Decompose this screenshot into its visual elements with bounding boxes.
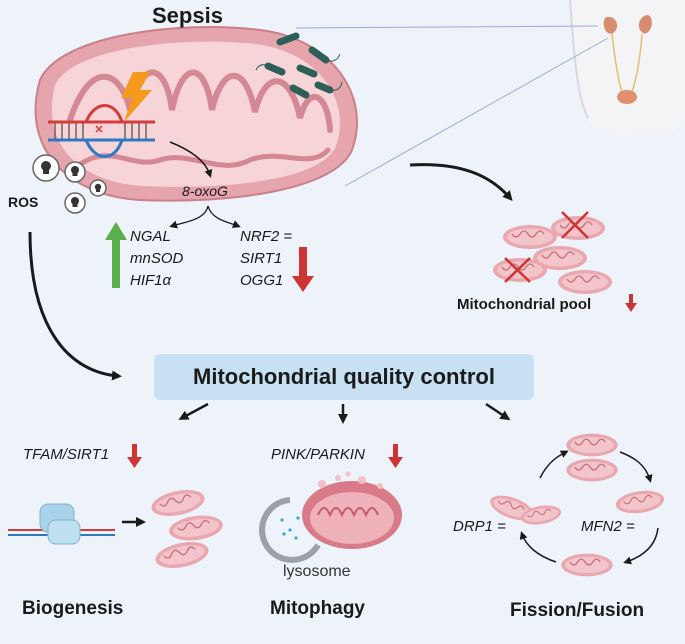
gene-hif1a: HIF1α	[130, 272, 172, 289]
biogenesis-label: Biogenesis	[22, 598, 124, 619]
mitophagy-label: Mitophagy	[270, 598, 365, 619]
oxog-label: 8-oxoG	[182, 183, 228, 199]
biogenesis-marker: TFAM/SIRT1	[23, 446, 110, 463]
bacteria-icon	[264, 32, 334, 99]
gene-ngal: NGAL	[130, 228, 171, 245]
downregulation-arrow	[292, 247, 314, 292]
drp1-label: DRP1 =	[453, 518, 506, 535]
page-title: Sepsis	[152, 3, 223, 28]
biogenesis-down-arrow	[127, 444, 142, 468]
ros-label: ROS	[8, 194, 39, 210]
gene-nrf2: NRF2 =	[240, 228, 293, 245]
mitochondrial-pool-label: Mitochondrial pool	[457, 296, 592, 313]
cross-icon	[504, 211, 589, 283]
gene-ogg1: OGG1	[240, 272, 284, 289]
biogenesis-icon	[8, 484, 226, 574]
upregulation-arrow	[105, 222, 127, 288]
mfn2-label: MFN2 =	[581, 518, 635, 535]
quality-control-box: Mitochondrial quality control	[154, 354, 534, 400]
fission-fusion-cycle	[486, 432, 667, 578]
lysosome-label: lysosome	[283, 563, 351, 580]
pool-down-arrow	[625, 294, 637, 312]
lightning-icon	[121, 72, 152, 122]
mitophagy-icon	[259, 471, 402, 563]
mitochondrial-pool	[492, 215, 613, 295]
mitophagy-down-arrow	[388, 444, 403, 468]
fission-fusion-label: Fission/Fusion	[510, 600, 645, 621]
mitochondrial-dna	[48, 104, 155, 158]
gene-mnsod: mnSOD	[130, 250, 184, 267]
mitophagy-marker: PINK/PARKIN	[271, 446, 365, 463]
ros-molecules	[32, 154, 107, 214]
gene-sirt1: SIRT1	[240, 250, 283, 267]
human-body-kidneys	[569, 0, 685, 136]
